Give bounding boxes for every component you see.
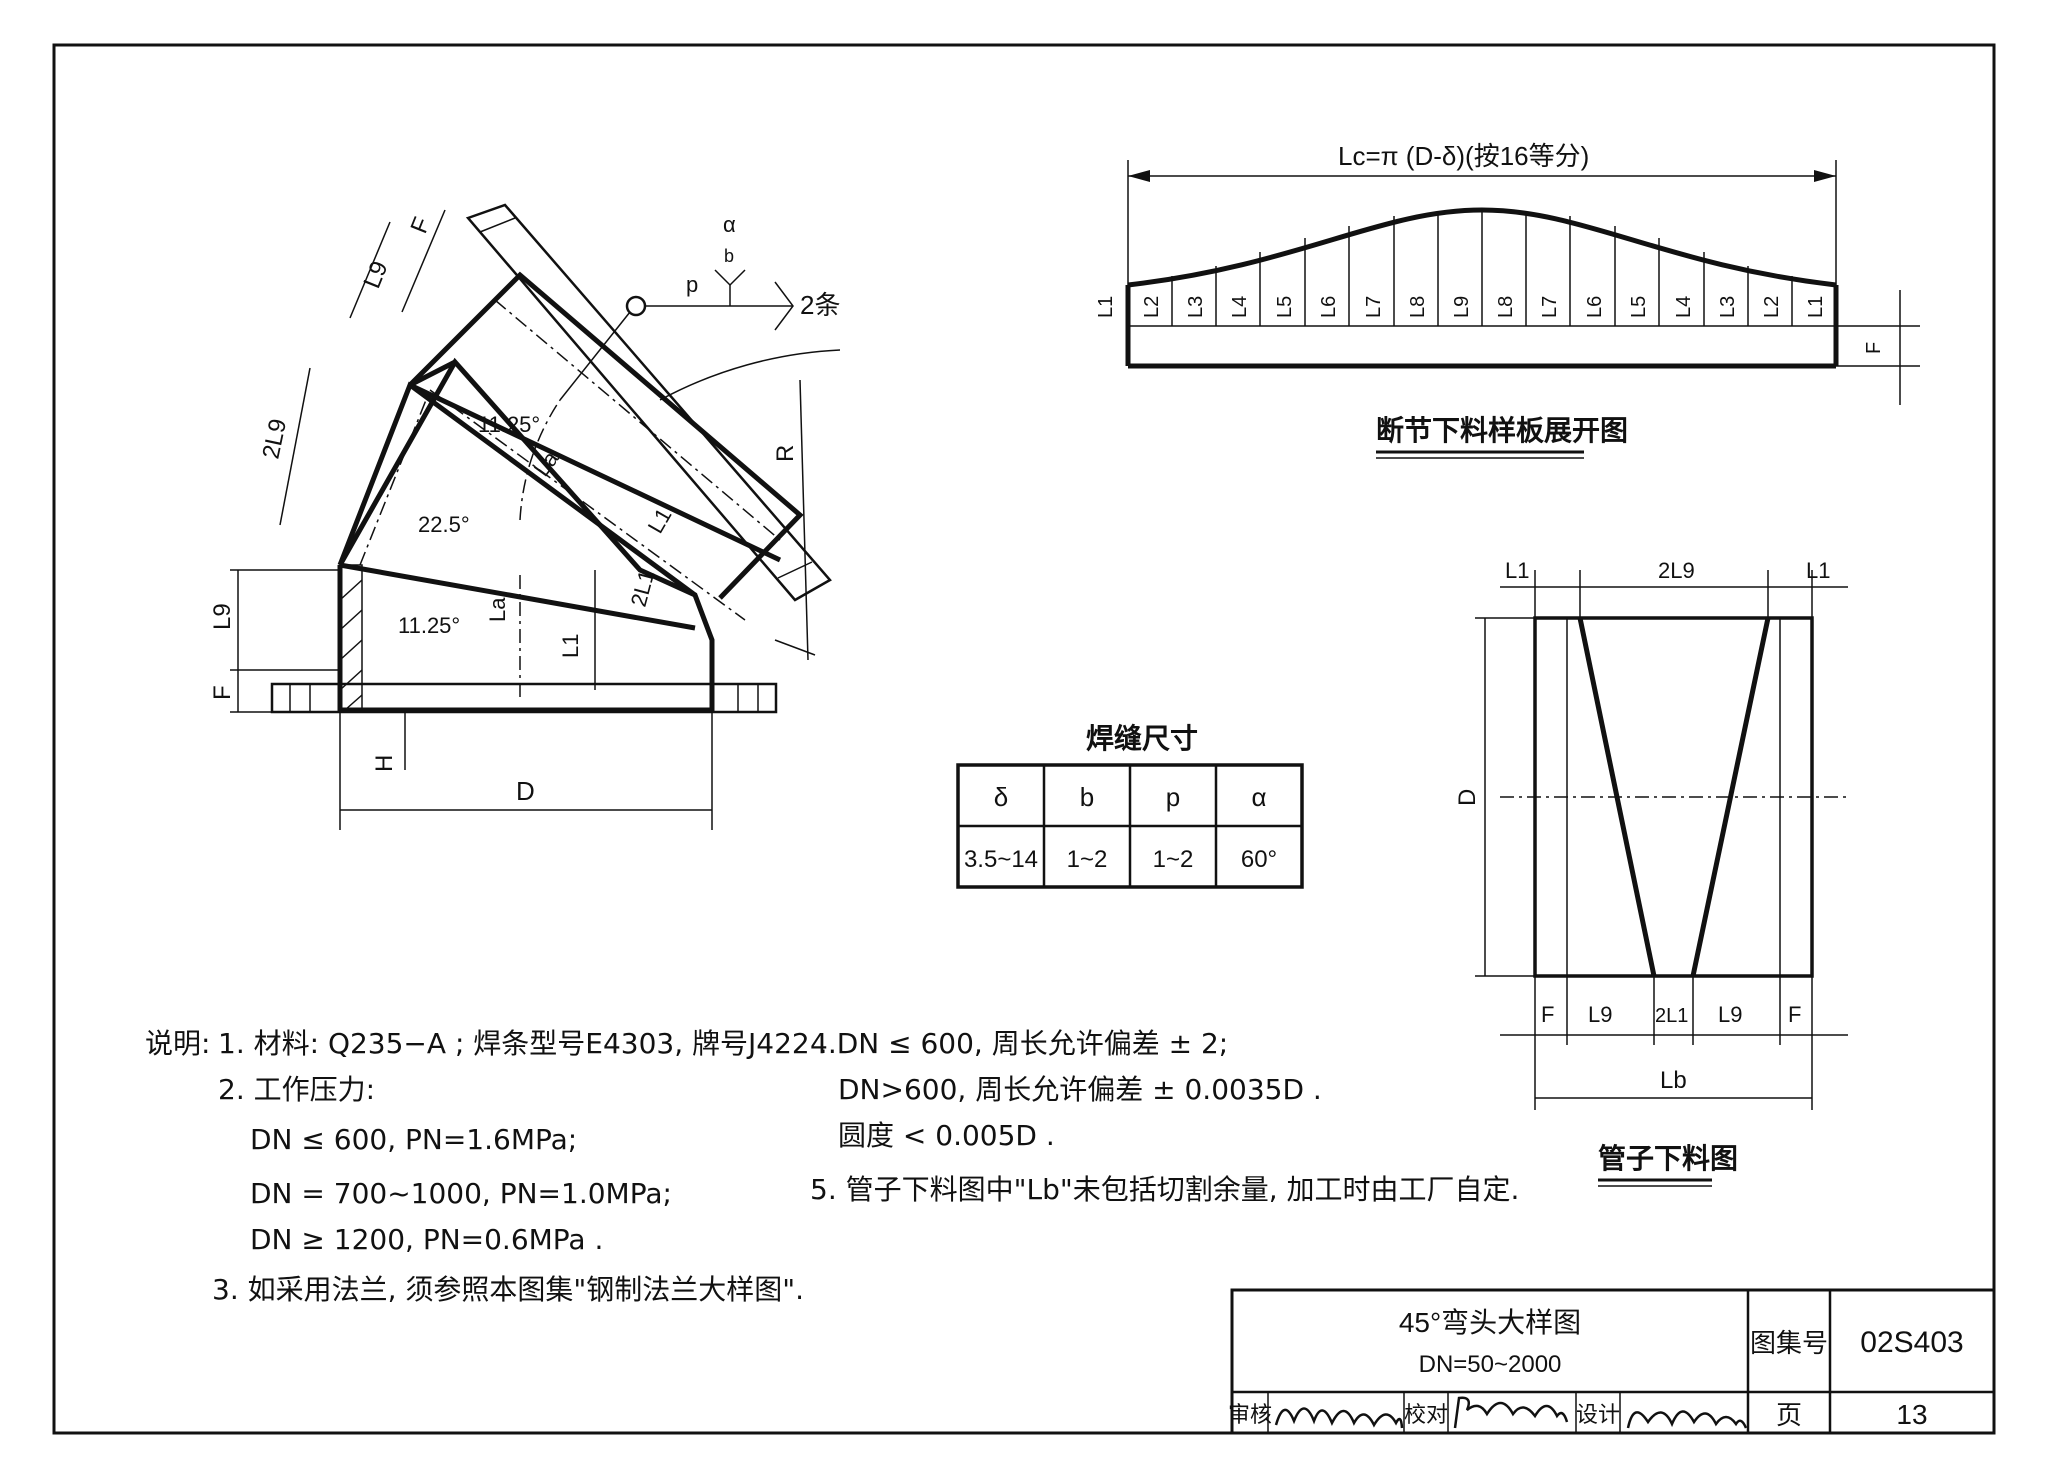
atlas-label: 图集号: [1750, 1328, 1828, 1358]
hatch: [339, 564, 363, 711]
seg-11: L6: [1584, 296, 1606, 318]
weld-cell-b: 1~2: [1067, 846, 1108, 873]
template-formula: Lc=π (D-δ)(按16等分): [1338, 141, 1589, 171]
note-2b: DN = 700~1000, PN=1.0MPa;: [250, 1177, 672, 1210]
pipe-top-L1-right: L1: [1806, 558, 1830, 583]
design-signature: [1626, 1410, 1748, 1429]
title-block: 45°弯头大样图 DN=50~2000 图集号 02S403 页 13 审核 校…: [1228, 1288, 1996, 1435]
seg-10: L7: [1539, 296, 1561, 318]
check-signature: [1453, 1396, 1569, 1429]
title-sub: DN=50~2000: [1419, 1351, 1562, 1378]
weld-p: p: [686, 272, 698, 297]
weld-header-delta: δ: [994, 782, 1008, 812]
dim-F-left: F: [209, 685, 236, 700]
weld-header-alpha: α: [1251, 782, 1266, 812]
check-label: 校对: [1404, 1402, 1448, 1427]
note-5: 5. 管子下料图中"Lb"未包括切割余量, 加工时由工厂自定.: [810, 1173, 1520, 1206]
sheet-border: [52, 43, 1996, 1435]
seg-15: L2: [1761, 296, 1783, 318]
pipe-bottom-L9b: L9: [1718, 1002, 1742, 1027]
dim-angle-bottom: 11.25°: [398, 613, 460, 638]
weld-table-title: 焊缝尺寸: [1086, 722, 1198, 754]
seg-13: L4: [1673, 296, 1695, 318]
review-label: 审核: [1228, 1402, 1272, 1427]
seg-1: L2: [1141, 296, 1163, 318]
weld-b: b: [724, 246, 734, 266]
dim-L1-bottom: L1: [558, 634, 583, 658]
note-2: 2. 工作压力:: [218, 1073, 376, 1106]
seg-9: L8: [1495, 296, 1517, 318]
note-2a: DN ≤ 600, PN=1.6MPa;: [250, 1123, 578, 1156]
seg-4: L5: [1274, 296, 1296, 318]
dim-F-top: F: [406, 214, 437, 238]
dim-angle-22: 22.5°: [418, 512, 470, 537]
note-4: 4.DN ≤ 600, 周长允许偏差 ± 2;: [810, 1027, 1229, 1060]
seg-7: L8: [1407, 296, 1429, 318]
note-4b: 圆度 < 0.005D .: [838, 1119, 1055, 1152]
seg-2: L3: [1185, 296, 1207, 318]
pipe-bottom-F2: F: [1788, 1002, 1801, 1027]
seg-14: L3: [1717, 296, 1739, 318]
template-caption: 断节下料样板展开图: [1376, 414, 1628, 446]
seg-3: L4: [1229, 296, 1251, 318]
weld-cell-delta: 3.5~14: [964, 846, 1038, 873]
seg-5: L6: [1318, 296, 1340, 318]
pipe-bottom-L9a: L9: [1588, 1002, 1612, 1027]
dim-2L1: 2L1: [626, 567, 660, 609]
pipe-bottom-F1: F: [1541, 1002, 1554, 1027]
template-F: F: [1863, 342, 1885, 354]
seg-8: L9: [1451, 296, 1473, 318]
seg-12: L5: [1628, 296, 1650, 318]
pipe-top-L1-left: L1: [1505, 558, 1529, 583]
pipe-top-2L9: 2L9: [1658, 558, 1695, 583]
seg-16: L1: [1805, 296, 1827, 318]
review-signature: [1274, 1407, 1404, 1429]
weld-table: 焊缝尺寸 δ b p α 3.5~14 1~2 1~2 60°: [956, 722, 1304, 889]
weld-alpha: α: [723, 212, 736, 237]
weld-cell-alpha: 60°: [1241, 846, 1277, 873]
elbow-drawing: α b p 2条 F L9 2L9 11.25° La 22.5° L1 2L1…: [209, 203, 840, 830]
notes-heading: 说明:: [145, 1027, 211, 1060]
note-4a: DN>600, 周长允许偏差 ± 0.0035D .: [838, 1073, 1322, 1106]
dim-angle-top: 11.25°: [478, 412, 540, 437]
page-label: 页: [1776, 1400, 1802, 1430]
dim-H: H: [371, 755, 398, 772]
dim-D: D: [516, 776, 535, 806]
pipe-cut-diagram: L1 2L9 L1 D F L9 2L1 L9 F Lb 管子下料图: [1454, 558, 1848, 1187]
weld-count: 2条: [800, 290, 840, 320]
weld-header-p: p: [1166, 782, 1180, 812]
elbow-outline: [337, 357, 715, 713]
title-main: 45°弯头大样图: [1399, 1307, 1581, 1338]
atlas-number: 02S403: [1860, 1326, 1963, 1359]
pipe-D: D: [1454, 789, 1481, 806]
note-3: 3. 如采用法兰, 须参照本图集"钢制法兰大样图".: [212, 1273, 805, 1306]
dim-R: R: [772, 445, 799, 462]
weld-cell-p: 1~2: [1153, 846, 1194, 873]
weld-header-b: b: [1080, 782, 1094, 812]
pipe-bottom-2L1: 2L1: [1655, 1005, 1688, 1027]
dim-2L9: 2L9: [257, 416, 292, 461]
template-development: Lc=π (D-δ)(按16等分) L1: [1095, 141, 1920, 459]
design-label: 设计: [1576, 1402, 1620, 1427]
dim-L9-top: L9: [359, 257, 394, 292]
dim-L9-left: L9: [209, 603, 236, 630]
pipe-Lb: Lb: [1660, 1067, 1687, 1094]
note-1: 1. 材料: Q235−A ; 焊条型号E4303, 牌号J422 .: [218, 1027, 828, 1060]
dim-La-bottom: La: [485, 597, 510, 622]
seg-6: L7: [1363, 296, 1385, 318]
note-2c: DN ≥ 1200, PN=0.6MPa .: [250, 1223, 604, 1256]
page-number: 13: [1896, 1399, 1927, 1430]
template-left-label: L1: [1095, 296, 1117, 318]
pipe-caption: 管子下料图: [1598, 1142, 1738, 1174]
